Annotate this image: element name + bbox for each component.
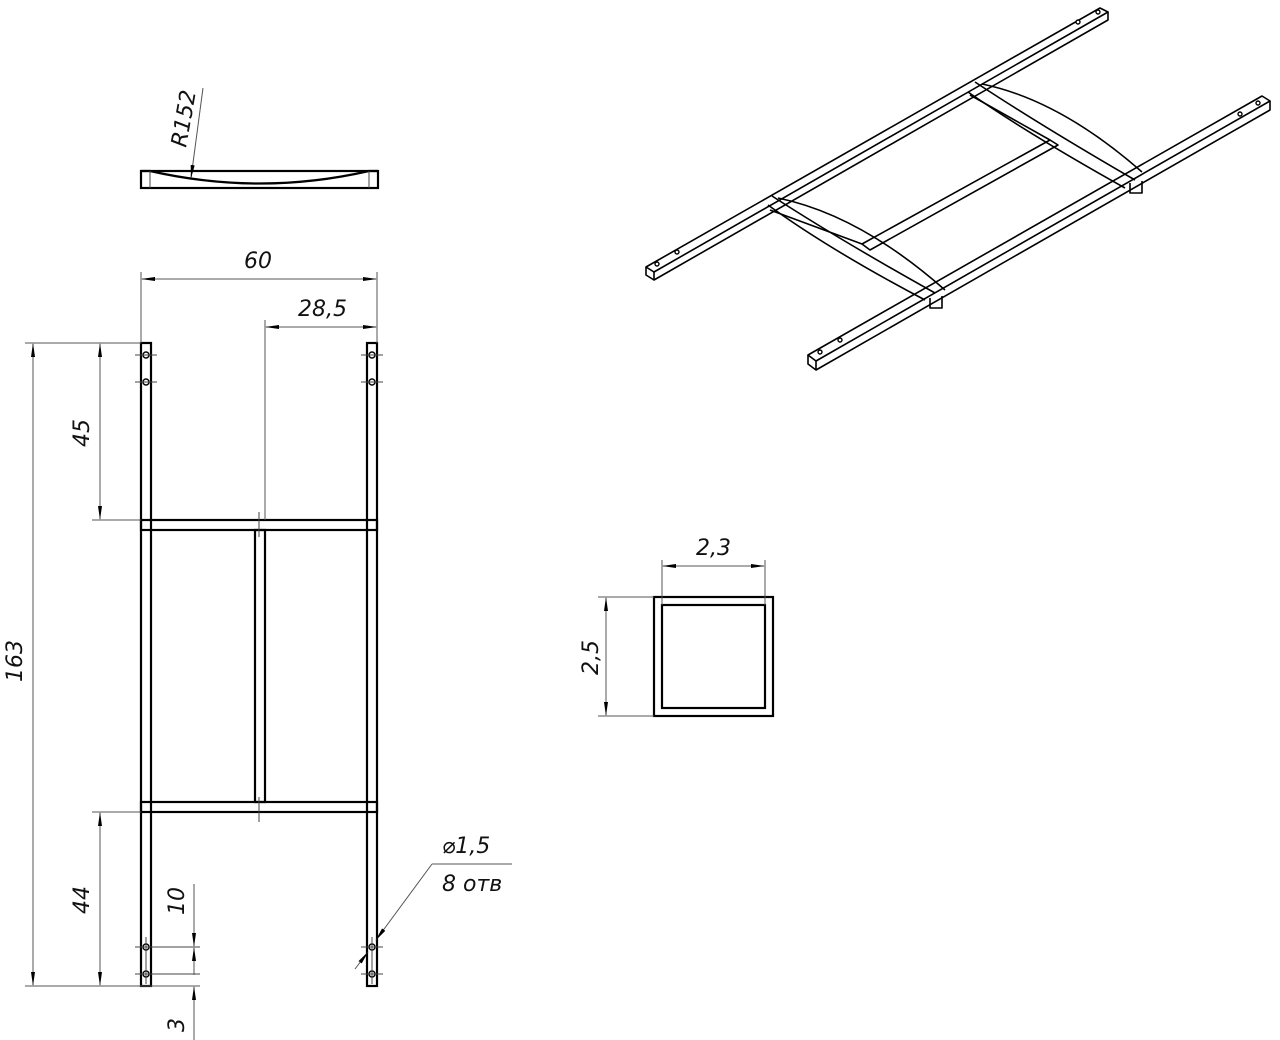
section-view: 2,3 2,5 — [579, 536, 775, 718]
iso-crossbar-2 — [974, 81, 1136, 181]
dim-height-label: 163 — [3, 640, 28, 682]
isometric-view — [645, 7, 1271, 371]
hole-diameter-label: ⌀1,5 — [442, 834, 490, 859]
tube-outer — [652, 595, 775, 718]
mounting-holes — [135, 351, 383, 984]
side-view-curve — [141, 169, 378, 185]
dim-width-label: 60 — [244, 249, 272, 274]
dim-bottom-label: 44 — [70, 886, 95, 914]
iso-crossbar-1 — [771, 195, 936, 294]
dim-top-label: 45 — [70, 419, 95, 447]
iso-rail-upper — [645, 7, 1109, 273]
iso-center-bar — [861, 139, 1059, 251]
tube-inner — [660, 603, 767, 710]
right-rail — [365, 341, 379, 988]
left-rail — [139, 341, 153, 988]
side-view: R152 — [139, 87, 380, 190]
side-view-bar — [139, 169, 380, 190]
dim-tube-height-label: 2,5 — [579, 640, 604, 675]
iso-tab — [929, 296, 943, 309]
radius-leader — [190, 87, 204, 179]
dim-hole-end-label: 3 — [165, 1018, 190, 1032]
dim-hole-spacing-label: 10 — [165, 887, 190, 915]
hole-callout-leader — [375, 863, 433, 941]
dim-offset-label: 28,5 — [298, 297, 347, 322]
hole-count-label: 8 отв — [442, 872, 502, 897]
radius-label: R152 — [167, 88, 202, 149]
center-bar — [253, 528, 267, 804]
front-view: 60 28,5 163 45 44 10 3 ⌀1,5 8 отв — [3, 249, 512, 1040]
dim-tube-width-label: 2,3 — [696, 536, 731, 561]
